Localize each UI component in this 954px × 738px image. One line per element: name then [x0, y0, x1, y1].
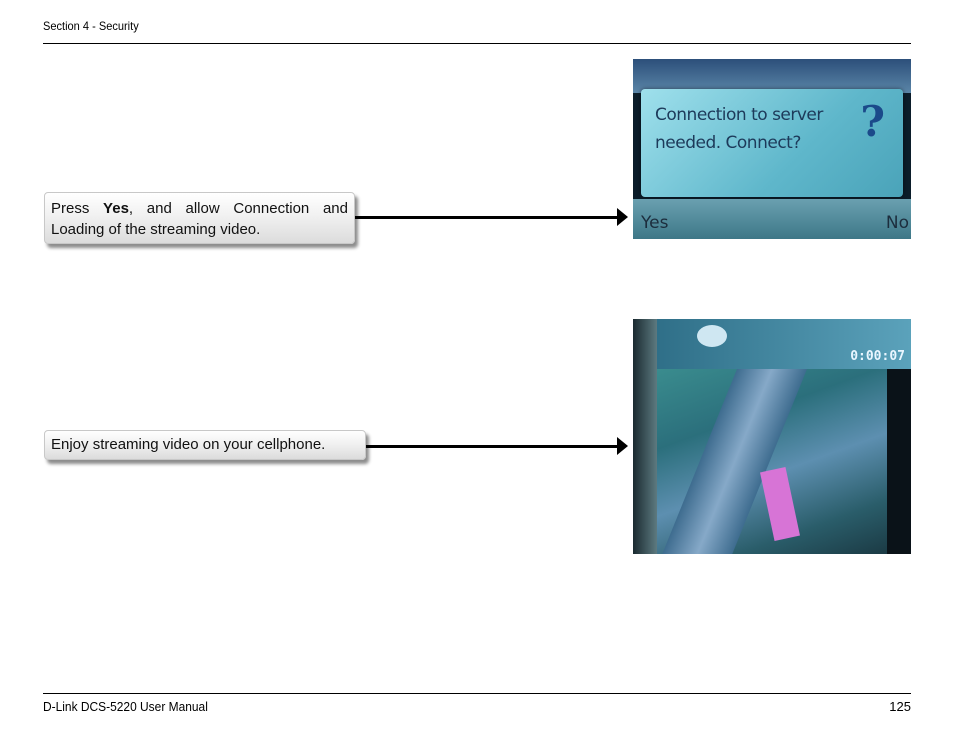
callout-enjoy-streaming: Enjoy streaming video on your cellphone.	[44, 430, 366, 460]
dialog-message: Connection to server needed. Connect?	[655, 101, 835, 157]
phone-connection-screenshot: Connection to server needed. Connect? ? …	[633, 59, 911, 239]
header-rule	[43, 43, 911, 44]
video-bus	[760, 467, 800, 541]
arrow-right-icon	[366, 437, 628, 455]
question-mark-icon: ?	[860, 97, 885, 146]
phone-frame-edge	[633, 319, 657, 554]
footer-manual-title: D-Link DCS-5220 User Manual	[43, 699, 208, 714]
callout-suffix: , and allow Connection and Loading of th…	[51, 200, 348, 238]
callout-prefix: Press	[51, 200, 104, 217]
phone-softkey-bar: Yes No	[633, 199, 911, 239]
callout-bold-yes: Yes	[103, 200, 129, 217]
phone-top-band	[633, 59, 911, 93]
softkey-no: No	[885, 213, 909, 233]
dialog-line-1: Connection to server	[655, 105, 823, 125]
section-header: Section 4 - Security	[43, 19, 139, 33]
connection-dialog: Connection to server needed. Connect? ?	[641, 89, 903, 197]
streaming-video-frame	[656, 369, 887, 554]
phone-streaming-screenshot: 0:00:07	[633, 319, 911, 554]
callout-press-yes: Press Yes, and allow Connection and Load…	[44, 192, 355, 244]
footer-rule	[43, 693, 911, 694]
dialog-line-2: needed. Connect?	[655, 133, 801, 153]
video-timer: 0:00:07	[850, 349, 905, 364]
softkey-yes: Yes	[641, 213, 669, 233]
phone-status-bar: 0:00:07	[657, 319, 911, 369]
chat-bubble-icon	[697, 325, 727, 347]
page-number: 125	[889, 699, 911, 714]
arrow-right-icon	[355, 208, 628, 226]
